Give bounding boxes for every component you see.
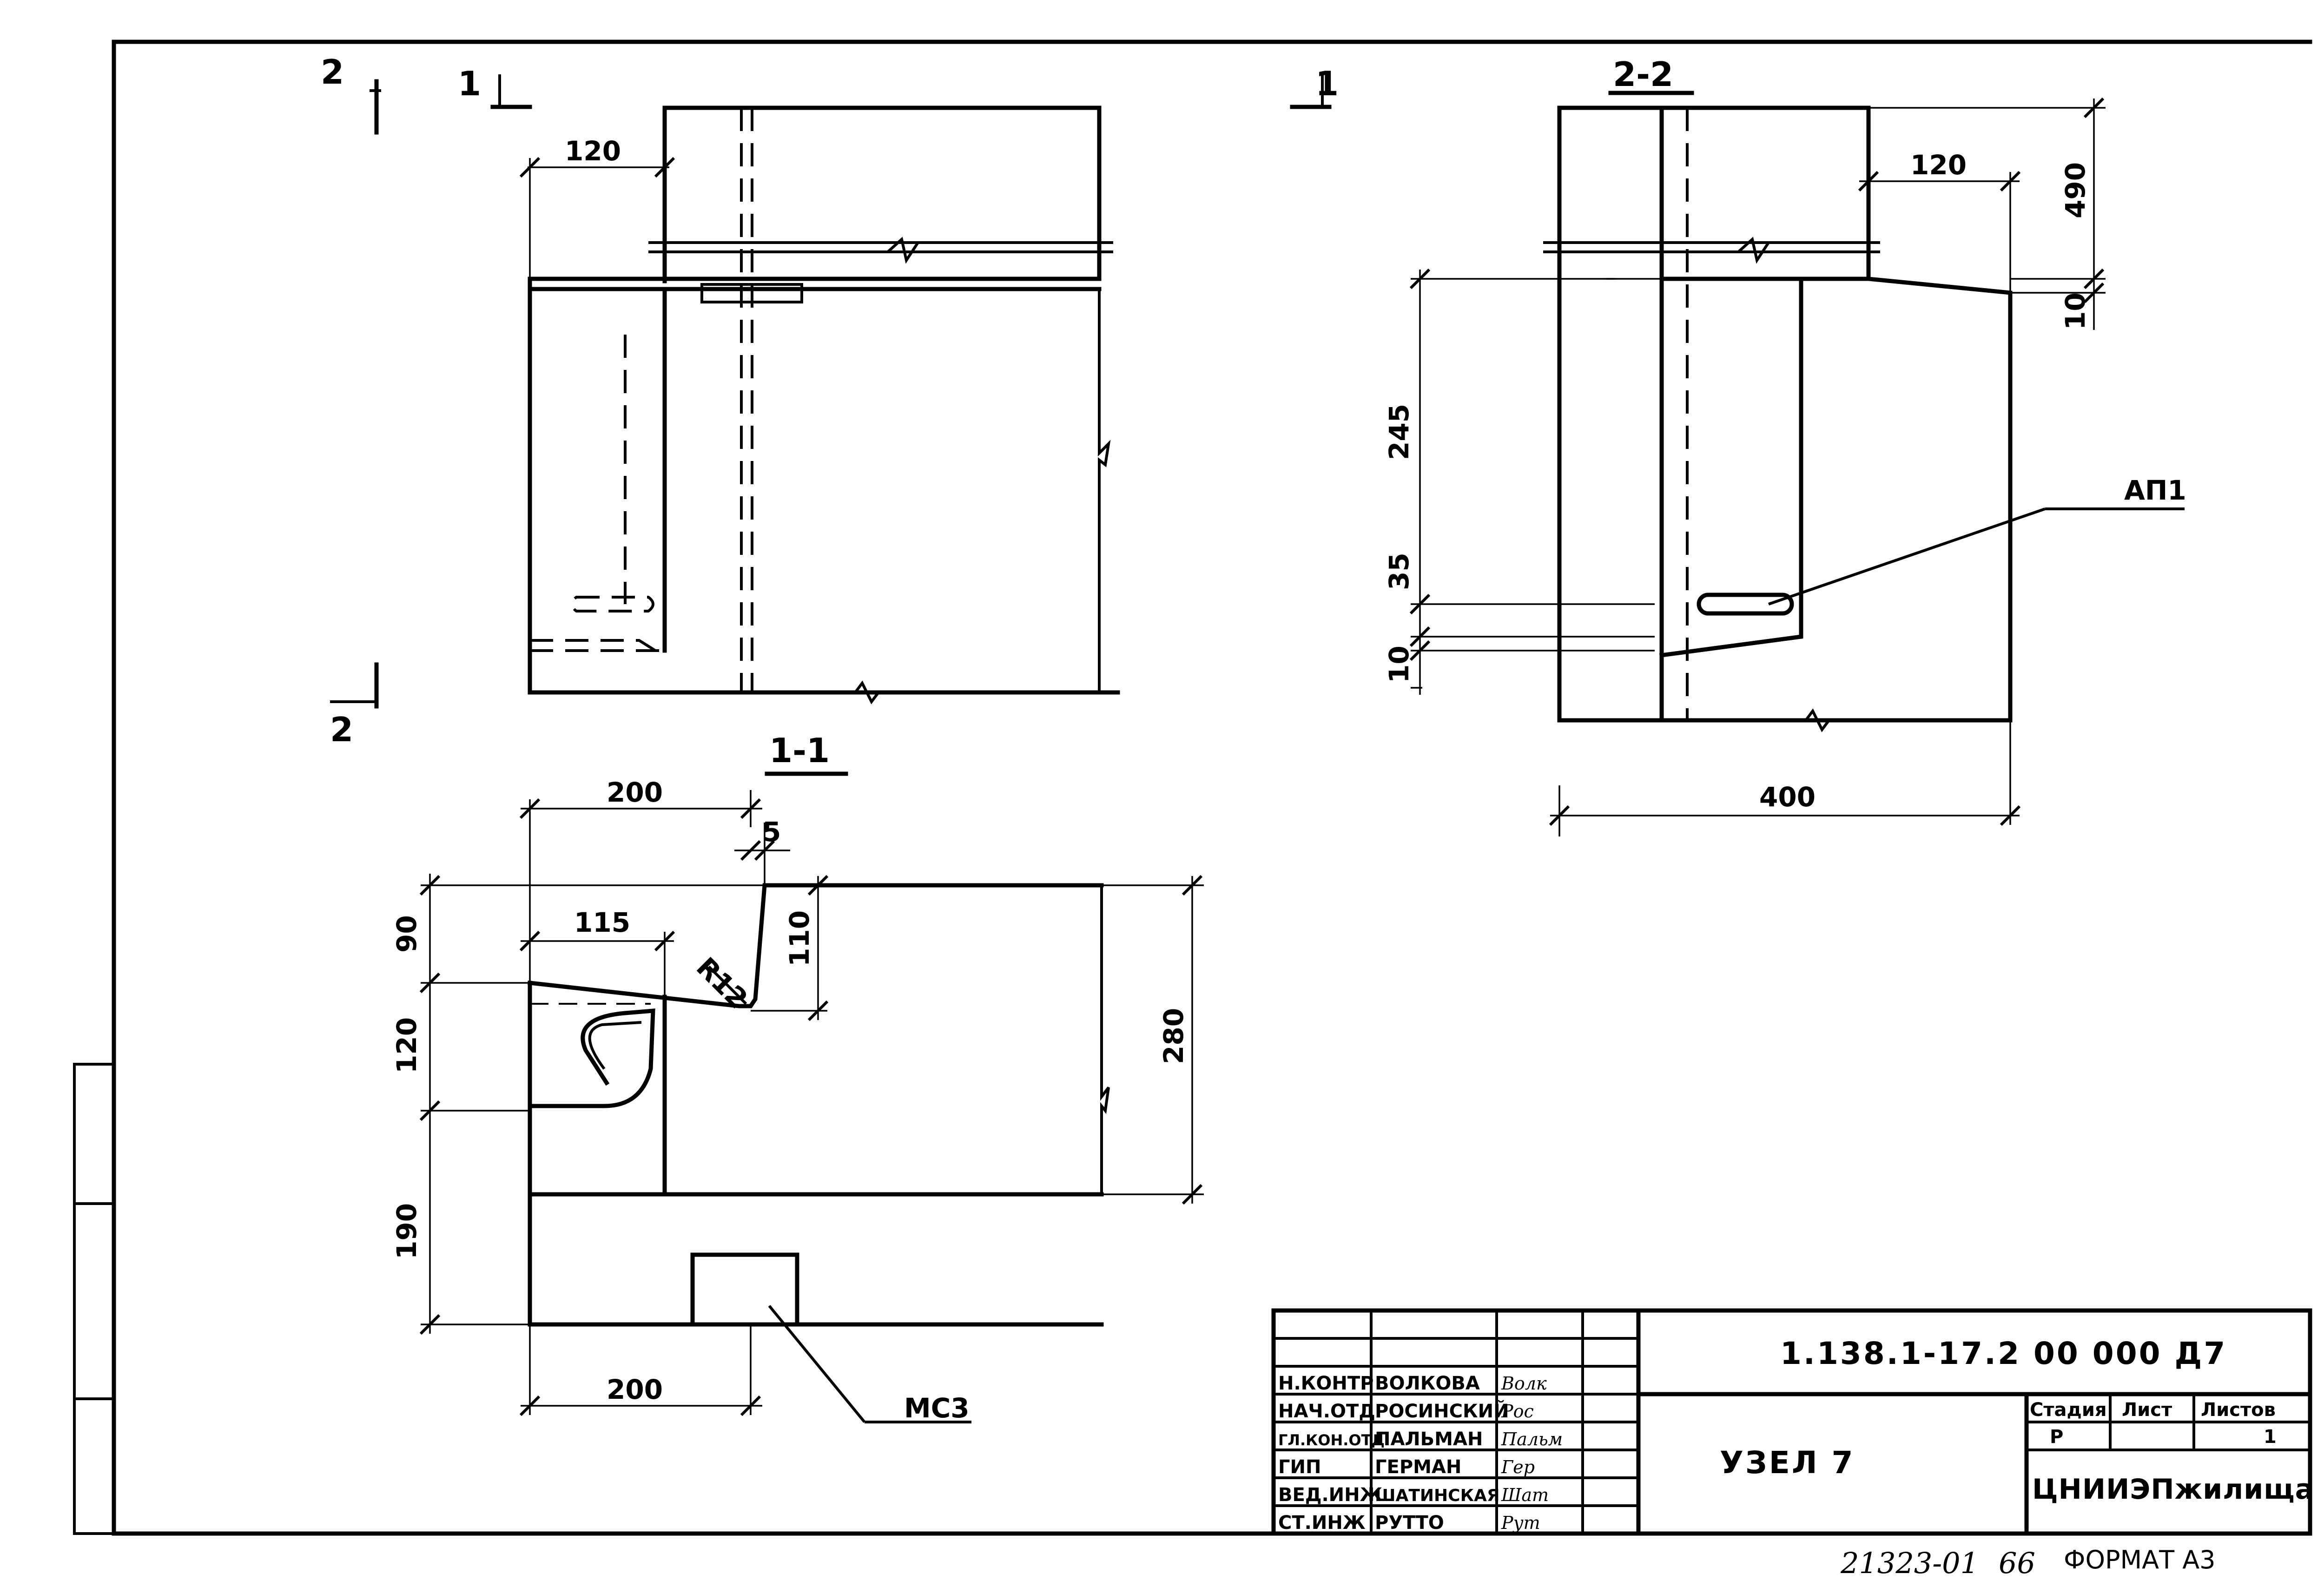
person-name: ВОЛКОВА [1375, 1373, 1480, 1394]
signature: Рос [1501, 1401, 1534, 1422]
node-title: УЗЕЛ 7 [1720, 1445, 1855, 1481]
sheets-header: Листов [2201, 1399, 2276, 1421]
dimension-label: 115 [574, 907, 630, 938]
dimension-280: 280 [1102, 875, 1204, 1205]
section-title: 2-2 [1613, 55, 1673, 94]
dimension-200-top: 200 [519, 777, 762, 983]
signature-row: СТ.ИНЖ РУТТО Рут [1278, 1512, 1540, 1534]
dimension-label: 90 [391, 915, 423, 953]
person-name: ПАЛЬМАН [1375, 1429, 1483, 1450]
callout-label: АП1 [2124, 474, 2186, 506]
dimension-label: 5 [762, 816, 781, 848]
person-name: РОСИНСКИЙ [1375, 1400, 1509, 1422]
callout-ap1: АП1 [1768, 474, 2186, 606]
dimension-120: 120 [519, 135, 675, 279]
dimension-label: 200 [607, 777, 663, 808]
dimension-chain-left: 245 35 10 [1383, 268, 1655, 695]
page-number: 66 [1999, 1546, 2035, 1580]
sheets-value: 1 [2264, 1426, 2277, 1448]
cut-mark-label: 2 [330, 710, 353, 749]
dimension-label: 110 [784, 910, 815, 967]
dimension-400: 400 [1549, 720, 2021, 836]
dimension-label: 200 [607, 1374, 663, 1405]
role-label: НАЧ.ОТД [1278, 1401, 1375, 1422]
cut-mark-2-bottom: 2 [330, 662, 379, 749]
cut-mark-label: 2 [321, 53, 344, 92]
person-name: РУТТО [1375, 1512, 1444, 1534]
footer: 21323-01 66 ФОРМАТ А3 [1840, 1545, 2216, 1580]
callout-label: МС3 [904, 1392, 970, 1424]
dimension-label: 10 [2060, 292, 2091, 330]
dimension-label: 490 [2060, 162, 2091, 218]
organization-name: ЦНИИЭПжилища [2032, 1473, 2314, 1506]
role-label: ГИП [1278, 1456, 1321, 1478]
dimension-200-bottom: 200 [519, 1324, 762, 1416]
callout-mc3: МС3 [768, 1305, 971, 1424]
cut-mark-label: 1 [1315, 64, 1339, 103]
stage-value: Р [2050, 1426, 2063, 1448]
dimension-label: 35 [1383, 553, 1415, 590]
inventory-number: 21323-01 [1840, 1546, 1979, 1580]
section-2-2: 2-2 АП1 [1383, 55, 2186, 836]
dimension-label: 10 [1383, 645, 1415, 683]
dimension-chain-right: 490 10 [1868, 97, 2106, 330]
signature-row: ГИП ГЕРМАН Гер [1278, 1456, 1535, 1478]
signature-row: ВЕД.ИНЖ ШАТИНСКАЯ Шат [1278, 1484, 1549, 1506]
cut-mark-label: 1 [458, 64, 481, 103]
dimension-label: 280 [1158, 1008, 1189, 1064]
role-label: Н.КОНТР [1278, 1373, 1373, 1394]
section-title: 1-1 [769, 731, 830, 770]
person-name: ГЕРМАН [1375, 1456, 1461, 1478]
dimension-label: 400 [1759, 781, 1816, 813]
role-label: ГЛ.КОН.ОТД [1278, 1431, 1385, 1449]
document-code: 1.138.1-17.2 00 000 Д7 [1780, 1336, 2227, 1371]
signature: Пальм [1501, 1429, 1563, 1449]
dimension-120: 120 [1858, 149, 2021, 293]
elevation-view: 2 2 1 1 [321, 53, 1339, 749]
signature: Гер [1501, 1457, 1535, 1477]
signature-row: НАЧ.ОТД РОСИНСКИЙ Рос [1278, 1400, 1534, 1422]
role-label: ВЕД.ИНЖ [1278, 1484, 1383, 1506]
dimension-label: 190 [391, 1203, 423, 1259]
role-label: СТ.ИНЖ [1278, 1512, 1366, 1534]
dimension-label: 120 [565, 135, 621, 167]
signature: Волк [1501, 1373, 1547, 1394]
signature: Шат [1501, 1485, 1549, 1505]
format-label: ФОРМАТ А3 [2064, 1545, 2216, 1574]
dimension-label: 120 [391, 1017, 423, 1073]
dimension-110: 110 [751, 875, 829, 1021]
signature: Рут [1501, 1513, 1540, 1533]
cut-mark-1-left: 1 [458, 64, 532, 109]
signature-row: ГЛ.КОН.ОТД ПАЛЬМАН Пальм [1278, 1429, 1563, 1450]
signature-row: Н.КОНТР ВОЛКОВА Волк [1278, 1373, 1547, 1394]
dimension-label: 245 [1383, 404, 1415, 460]
cut-mark-1-right: 1 [1290, 64, 1339, 109]
dimension-5: 5 [734, 816, 790, 885]
section-1-1: 1-1 МС3 200 [391, 731, 1204, 1424]
stage-header: Стадия [2030, 1399, 2107, 1421]
person-name: ШАТИНСКАЯ [1375, 1486, 1500, 1505]
dimension-chain-left: 90 120 190 [391, 874, 765, 1335]
dimension-115: 115 [519, 907, 675, 997]
dimension-label: 120 [1910, 149, 1967, 181]
cut-mark-2-top: 2 [321, 53, 381, 135]
sheet-frame [73, 40, 2312, 1536]
sheet-header: Лист [2122, 1399, 2172, 1421]
title-block: 1.138.1-17.2 00 000 Д7 УЗЕЛ 7 Стадия Лис… [1271, 1308, 2314, 1536]
